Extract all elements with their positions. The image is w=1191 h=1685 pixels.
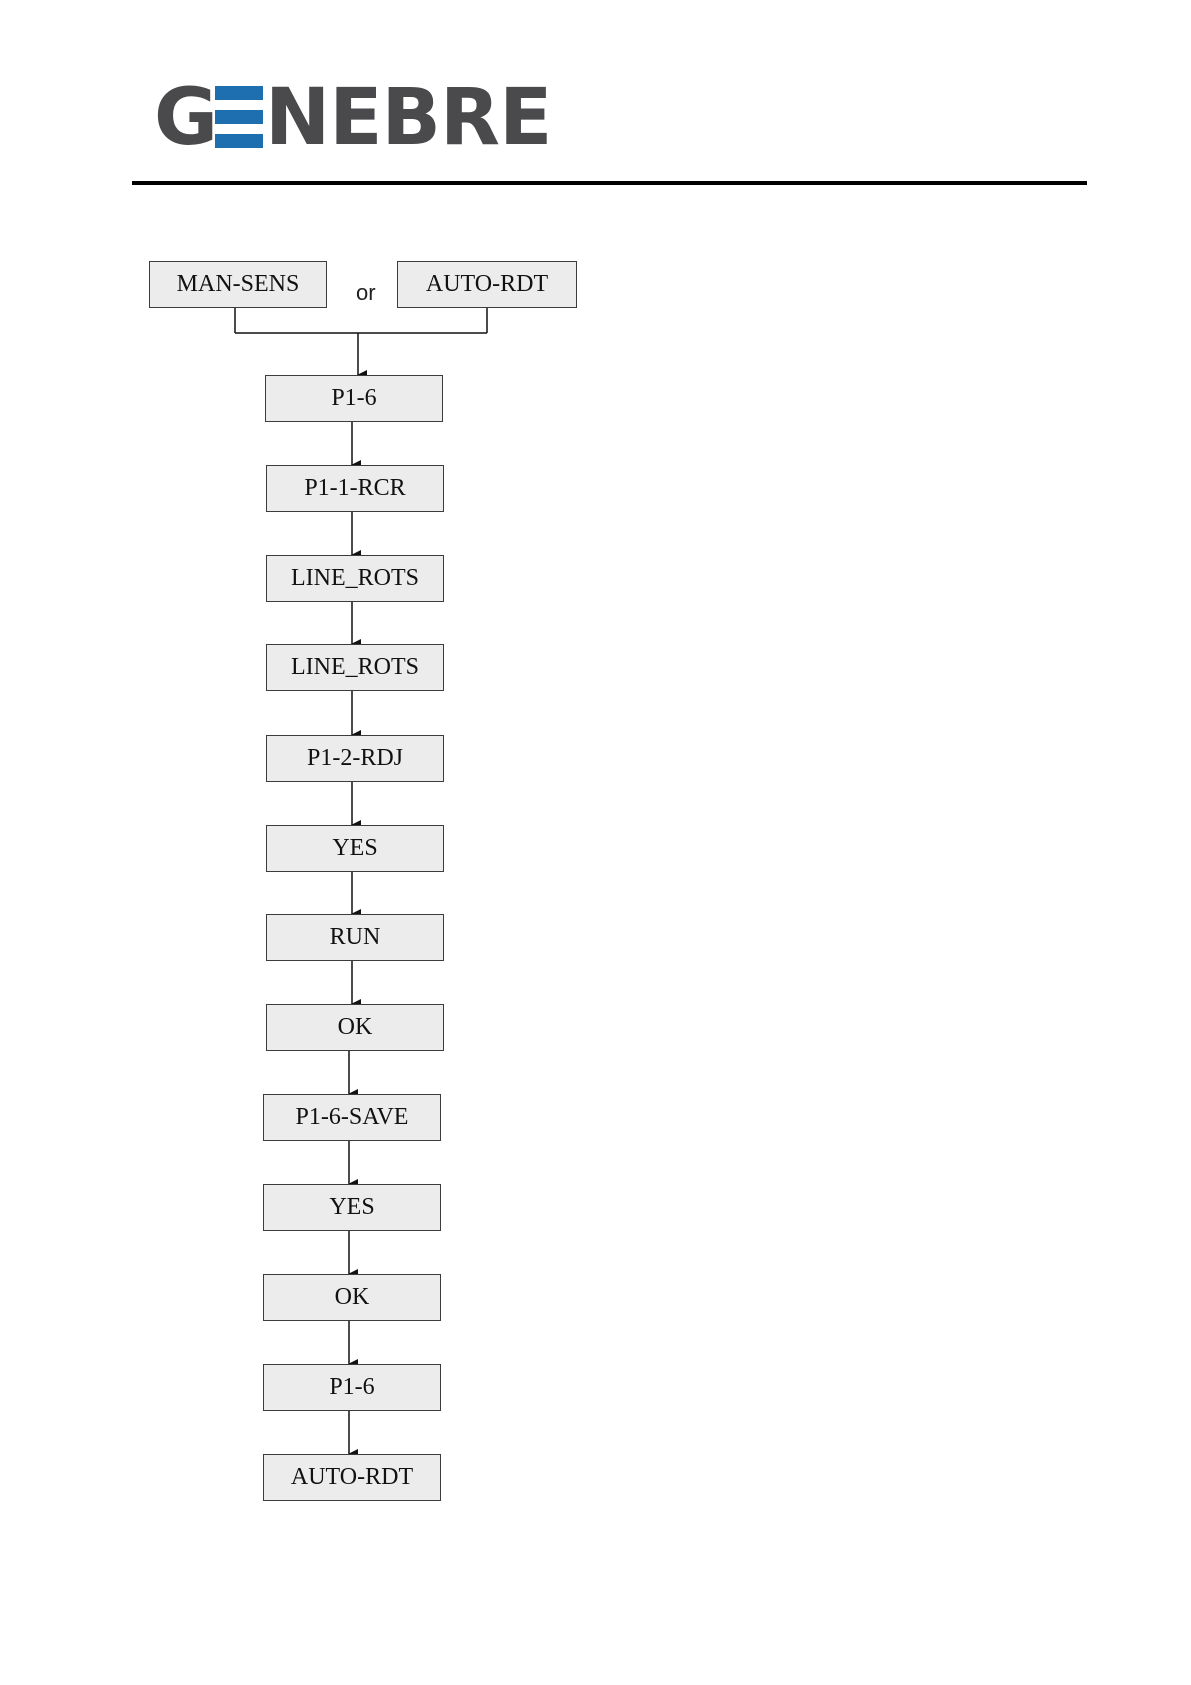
flow-step-yes: YES <box>266 825 444 872</box>
flow-step-yes: YES <box>263 1184 441 1231</box>
flow-step-p1-6: P1-6 <box>263 1364 441 1411</box>
or-label: or <box>356 280 376 306</box>
flow-step-p1-2-rdj: P1-2-RDJ <box>266 735 444 782</box>
flow-step-run: RUN <box>266 914 444 961</box>
flow-step-p1-6-save: P1-6-SAVE <box>263 1094 441 1141</box>
flow-step-ok: OK <box>263 1274 441 1321</box>
flow-step-ok: OK <box>266 1004 444 1051</box>
flow-step-line-rots: LINE_ROTS <box>266 555 444 602</box>
flow-step-auto-rdt: AUTO-RDT <box>263 1454 441 1501</box>
flow-step-line-rots: LINE_ROTS <box>266 644 444 691</box>
flow-step-p1-6: P1-6 <box>265 375 443 422</box>
start-box-auto-rdt: AUTO-RDT <box>397 261 577 308</box>
flow-step-p1-1-rcr: P1-1-RCR <box>266 465 444 512</box>
start-box-man-sens: MAN-SENS <box>149 261 327 308</box>
